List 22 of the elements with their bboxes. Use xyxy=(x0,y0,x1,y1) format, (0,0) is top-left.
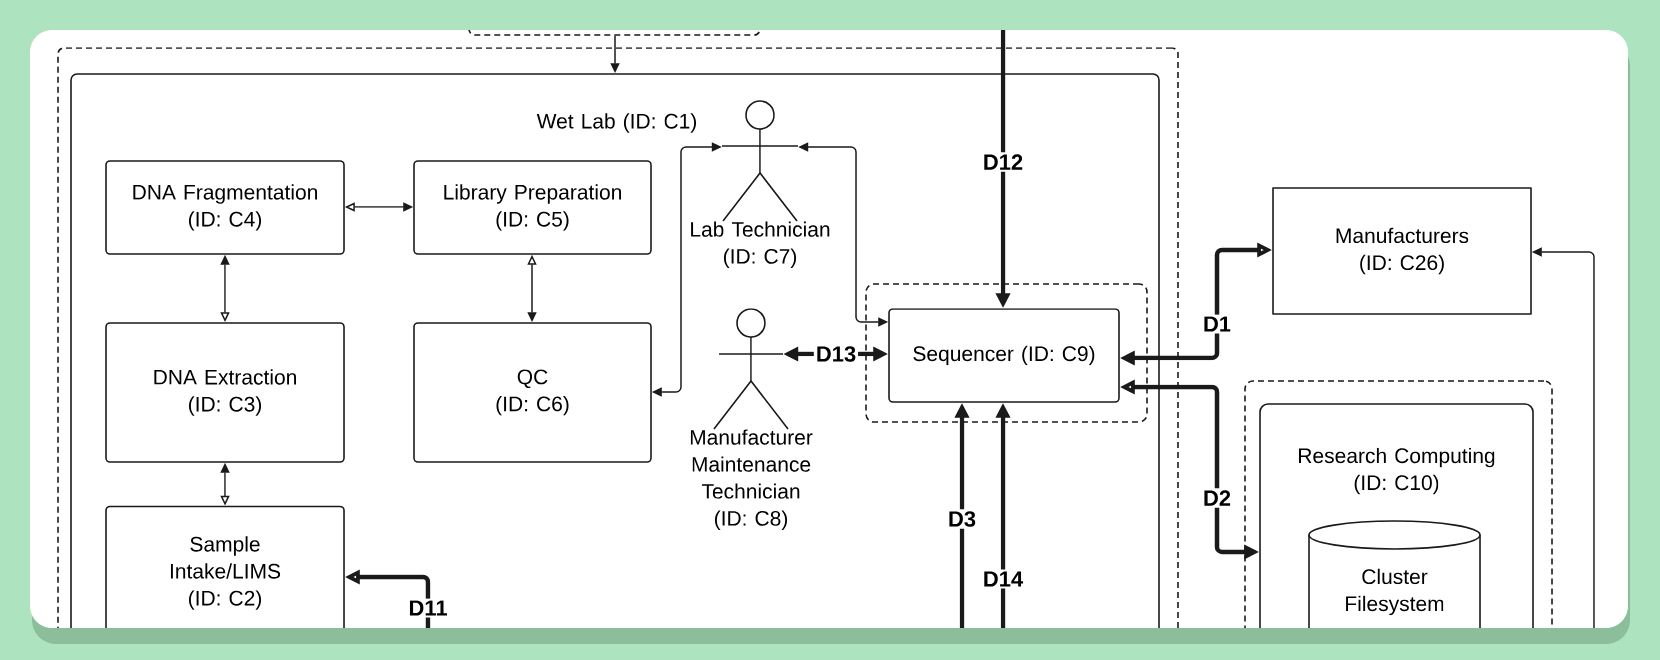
sequencer-box: Sequencer (ID: C9) xyxy=(888,308,1120,403)
edge-label: D12 xyxy=(980,152,1026,172)
node-label: Manufacturer Maintenance Technician xyxy=(690,429,813,499)
node-label: (ID: C8) xyxy=(714,510,788,530)
process-box: DNA Extraction (ID: C3) xyxy=(105,322,345,463)
dashed-boundary xyxy=(468,30,761,36)
edge-label: D14 xyxy=(980,569,1026,589)
storage-cylinder: Cluster Filesystem xyxy=(1308,520,1481,628)
node-label: Cluster Filesystem xyxy=(1346,568,1444,616)
node-label: Lab Technician xyxy=(691,221,830,237)
node-label: (ID: C7) xyxy=(723,248,797,268)
process-box: DNA Fragmentation (ID: C4) xyxy=(105,160,345,255)
process-box: QC (ID: C6) xyxy=(413,322,652,463)
edge-label: D1 xyxy=(1200,314,1234,334)
edge-label: D13 xyxy=(813,344,859,364)
person-figure: Manufacturer Maintenance Technician (ID: C8) xyxy=(690,308,813,530)
edge-label: D11 xyxy=(406,598,450,618)
edge-label: D2 xyxy=(1200,488,1234,508)
process-box: Sample Intake/LIMS (ID: C2) xyxy=(105,505,345,628)
organization-box: Manufacturers (ID: C26) xyxy=(1272,187,1532,315)
process-box: Library Preparation (ID: C5) xyxy=(413,160,652,255)
edge-label: D3 xyxy=(945,509,979,529)
